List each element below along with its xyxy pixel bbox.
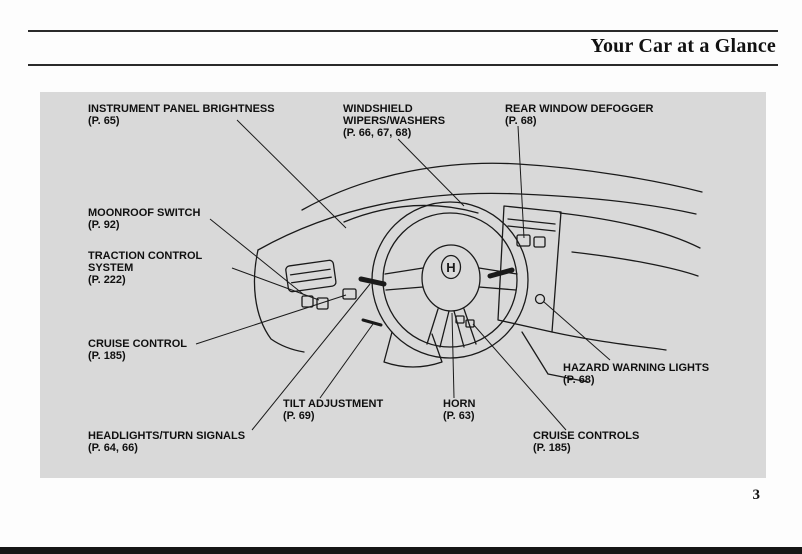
steering-column <box>383 331 443 368</box>
cruise-buttons-2 <box>465 319 475 328</box>
callout-horn: HORN (P. 63) <box>443 398 475 422</box>
wheel-badge-letter: H <box>446 260 455 275</box>
callout-page-ref: (P. 64, 66) <box>88 442 138 454</box>
dashboard-left-edge <box>253 249 305 353</box>
callout-page-ref: (P. 92) <box>88 219 120 231</box>
leader-rear-window-defogger <box>517 125 525 239</box>
leader-moonroof-switch <box>209 218 304 295</box>
callout-title: CRUISE CONTROLS <box>533 430 640 442</box>
callout-title: TILT ADJUSTMENT <box>283 398 384 410</box>
callout-title: HAZARD WARNING LIGHTS <box>563 362 710 374</box>
callout-page-ref: (P. 63) <box>443 410 475 422</box>
callout-title: HEADLIGHTS/TURN SIGNALS <box>88 430 246 442</box>
stack-button <box>533 236 546 248</box>
page-number: 3 <box>752 487 761 503</box>
dashboard-top-line <box>257 192 697 251</box>
footer-bar <box>0 547 802 554</box>
traction-control-switch <box>316 297 329 310</box>
callout-title: REAR WINDOW DEFOGGER <box>505 103 654 115</box>
leader-horn <box>451 312 455 399</box>
callout-title: CRUISE CONTROL <box>88 338 187 350</box>
cruise-control-switch <box>342 288 357 300</box>
hazard-button <box>534 293 546 305</box>
glovebox-line <box>571 251 699 277</box>
wiper-stalk <box>487 267 515 279</box>
callout-cruise-control: CRUISE CONTROL (P. 185) <box>88 338 187 362</box>
callout-title: HORN <box>443 398 476 410</box>
callout-page-ref: (P. 68) <box>563 374 595 386</box>
center-vent-hatches <box>507 218 556 232</box>
leader-hazard-warning-lights <box>543 301 611 361</box>
instrument-cluster-hood <box>343 204 479 223</box>
page-title: Your Car at a Glance <box>590 35 776 57</box>
callout-page-ref: (P. 65) <box>88 115 120 127</box>
leader-traction-control <box>231 267 320 301</box>
windshield-base-line <box>301 162 703 211</box>
callout-instrument-panel-brightness: INSTRUMENT PANEL BRIGHTNESS (P. 65) <box>88 103 275 127</box>
turn-signal-stalk <box>358 276 387 287</box>
leader-cruise-control <box>195 294 347 345</box>
callout-cruise-controls: CRUISE CONTROLS (P. 185) <box>533 430 639 454</box>
callout-page-ref: (P. 185) <box>88 350 126 362</box>
callout-hazard-warning-lights: HAZARD WARNING LIGHTS (P. 68) <box>563 362 709 386</box>
callout-title: WINDSHIELD WIPERS/WASHERS <box>343 103 446 127</box>
callout-headlights-turn-signals: HEADLIGHTS/TURN SIGNALS (P. 64, 66) <box>88 430 245 454</box>
center-stack <box>497 205 562 333</box>
cruise-buttons <box>455 315 465 324</box>
tilt-lever <box>361 318 383 327</box>
callout-page-ref: (P. 185) <box>533 442 571 454</box>
page-header: Your Car at a Glance <box>28 30 778 66</box>
callout-traction-control-system: TRACTION CONTROL SYSTEM (P. 222) <box>88 250 202 286</box>
callout-title: INSTRUMENT PANEL BRIGHTNESS <box>88 103 275 115</box>
dashboard-right-lower <box>551 331 667 351</box>
wheel-spokes <box>384 267 518 348</box>
diagram-panel: H INSTRUMENT <box>40 92 766 478</box>
steering-wheel-outer <box>371 201 529 359</box>
wheel-badge <box>440 254 462 280</box>
dashboard-right-top <box>559 212 701 249</box>
left-air-vent <box>285 259 337 293</box>
leader-instrument-panel-brightness <box>236 119 347 229</box>
dashboard-diagram: H <box>195 119 703 431</box>
steering-wheel-hub <box>421 244 481 312</box>
console-line <box>521 331 589 383</box>
callout-title: MOONROOF SWITCH <box>88 207 201 219</box>
callout-tilt-adjustment: TILT ADJUSTMENT (P. 69) <box>283 398 383 422</box>
callout-rear-window-defogger: REAR WINDOW DEFOGGER (P. 68) <box>505 103 654 127</box>
callout-title: TRACTION CONTROL SYSTEM <box>88 250 203 274</box>
callout-page-ref: (P. 222) <box>88 274 126 286</box>
callout-page-ref: (P. 69) <box>283 410 315 422</box>
callout-windshield-wipers-washers: WINDSHIELD WIPERS/WASHERS (P. 66, 67, 68… <box>343 103 445 139</box>
leader-windshield-wipers <box>397 138 465 207</box>
steering-wheel-inner <box>382 212 518 348</box>
leader-tilt-adjustment <box>319 323 374 399</box>
callout-page-ref: (P. 66, 67, 68) <box>343 127 412 139</box>
leader-cruise-controls <box>472 323 567 431</box>
callout-page-ref: (P. 68) <box>505 115 537 127</box>
leader-headlights-turn-signals <box>251 283 371 431</box>
callout-moonroof-switch: MOONROOF SWITCH (P. 92) <box>88 207 200 231</box>
